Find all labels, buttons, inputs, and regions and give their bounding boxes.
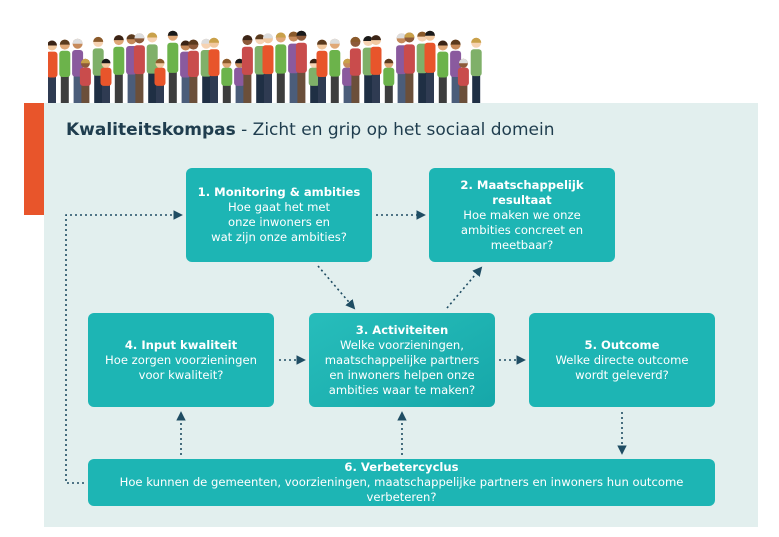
box-line: Welke voorzieningen,: [340, 337, 464, 352]
accent-bar: [24, 103, 44, 215]
person-figure: [437, 40, 449, 106]
person-figure: [146, 32, 158, 106]
box-monitoring-ambities: 1. Monitoring & ambities Hoe gaat het me…: [186, 168, 372, 262]
person-figure: [79, 58, 91, 106]
box-heading: 1. Monitoring & ambities: [197, 185, 361, 199]
person-figure: [383, 58, 395, 106]
person-figure: [154, 58, 166, 106]
box-line: maatschappelijke partners: [324, 352, 480, 367]
box-line: ambities concreet en: [460, 222, 584, 237]
person-figure: [59, 39, 71, 106]
box-heading: 4. Input kwaliteit: [124, 337, 238, 352]
box-line: Hoe gaat het met: [227, 200, 331, 214]
crowd-illustration: [48, 30, 482, 106]
person-figure: [342, 58, 354, 106]
person-figure: [92, 36, 104, 106]
person-figure: [470, 37, 482, 106]
person-figure: [208, 37, 220, 106]
person-figure: [100, 58, 112, 106]
person-figure: [349, 36, 361, 106]
person-figure: [308, 58, 320, 106]
person-figure: [424, 30, 436, 106]
person-figure: [275, 32, 287, 106]
box-line: ambities waar te maken?: [328, 382, 476, 397]
box-line: wat zijn onze ambities?: [211, 230, 347, 244]
person-figure: [316, 39, 328, 106]
box-line: meetbaar?: [490, 237, 554, 252]
page-title: Kwaliteitskompas - Zicht en grip op het …: [66, 120, 554, 140]
person-figure: [113, 35, 125, 106]
box-line: Hoe maken we onze: [463, 207, 581, 222]
person-figure: [403, 32, 415, 106]
box-activiteiten: 3. Activiteiten Welke voorzieningen, maa…: [309, 313, 495, 407]
box-maatschappelijk-resultaat: 2. Maatschappelijk resultaat Hoe maken w…: [429, 168, 615, 262]
box-line: Welke directe outcome: [555, 352, 689, 367]
box-line: Hoe kunnen de gemeenten, voorzieningen, …: [119, 475, 684, 504]
box-line: Hoe zorgen voorzieningen: [105, 352, 257, 367]
box-outcome: 5. Outcome Welke directe outcome wordt g…: [529, 313, 715, 407]
title-subtitle: - Zicht en grip op het sociaal domein: [235, 120, 555, 140]
title-bold: Kwaliteitskompas: [66, 120, 236, 140]
box-heading: 5. Outcome: [584, 337, 660, 352]
box-heading: 2. Maatschappelijk resultaat: [460, 177, 584, 207]
box-line: voor kwaliteit?: [138, 367, 224, 382]
person-figure: [295, 30, 307, 106]
box-verbetercyclus: 6. Verbetercyclus Hoe kunnen de gemeente…: [88, 459, 715, 506]
box-heading: 6. Verbetercyclus: [344, 460, 459, 474]
person-figure: [221, 58, 233, 106]
person-figure: [329, 38, 341, 106]
person-figure: [370, 35, 382, 106]
person-figure: [48, 40, 58, 106]
box-heading: 3. Activiteiten: [355, 322, 449, 337]
person-figure: [457, 58, 469, 106]
person-figure: [133, 33, 145, 106]
box-line: en inwoners helpen onze: [329, 367, 475, 382]
person-figure: [241, 35, 253, 106]
person-figure: [187, 39, 199, 106]
person-figure: [262, 33, 274, 106]
person-figure: [167, 30, 179, 106]
box-input-kwaliteit: 4. Input kwaliteit Hoe zorgen voorzienin…: [88, 313, 274, 407]
box-line: wordt geleverd?: [575, 367, 669, 382]
box-line: onze inwoners en: [228, 215, 330, 229]
